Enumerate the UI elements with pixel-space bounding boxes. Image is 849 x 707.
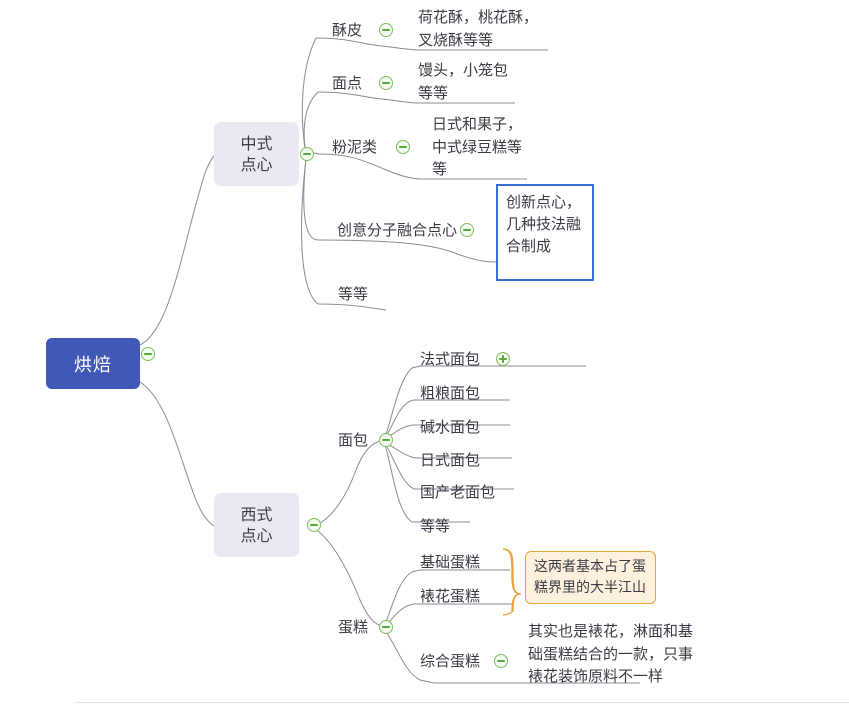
node-label-fenniлei[interactable]: 粉泥类 [332, 138, 378, 156]
sukipi-collapse-icon[interactable] [379, 23, 393, 37]
fenni-collapse-icon[interactable] [396, 140, 410, 154]
cake-collapse-icon[interactable] [379, 620, 393, 634]
node-label-fusion[interactable]: 创意分子融合点心 [337, 221, 458, 239]
branch-western-label-line1: 西式 [240, 504, 273, 524]
leaf-bread-etc[interactable]: 等等 [420, 517, 451, 535]
combined-cake-collapse-icon[interactable] [494, 654, 508, 668]
branch-chinese-label-line1: 中式 [240, 133, 273, 153]
branch-western-label-line2: 点心 [240, 526, 273, 545]
leaf-bread-pretzel[interactable]: 碱水面包 [420, 418, 481, 436]
bottom-divider [75, 702, 849, 703]
group-label-cake[interactable]: 蛋糕 [338, 618, 369, 636]
node-label-chinese-etc[interactable]: 等等 [338, 285, 369, 303]
node-label-miandian[interactable]: 面点 [332, 74, 363, 92]
branch-chinese-collapse-icon[interactable] [300, 147, 314, 161]
leaf-detail-sukipi[interactable]: 荷花酥，桃花酥，叉烧酥等等 [418, 8, 539, 49]
root-node-baking[interactable]: 烘焙 [46, 338, 140, 389]
group-label-bread[interactable]: 面包 [338, 431, 369, 449]
leaf-bread-japanese[interactable]: 日式面包 [420, 451, 481, 469]
leaf-cake-basic[interactable]: 基础蛋糕 [420, 553, 481, 571]
leaf-bread-french[interactable]: 法式面包 [420, 350, 481, 368]
node-label-sukipi[interactable]: 酥皮 [332, 21, 363, 39]
leaf-detail-miandian[interactable]: 馒头，小笼包等等 [418, 61, 509, 102]
root-node-label: 烘焙 [74, 354, 112, 376]
branch-western-collapse-icon[interactable] [307, 518, 321, 532]
leaf-detail-fusion-selected[interactable]: 创新点心，几种技法融合制成 [496, 184, 594, 281]
leaf-detail-fenni[interactable]: 日式和果子，中式绿豆糕等等 [432, 115, 523, 178]
miandian-collapse-icon[interactable] [379, 76, 393, 90]
bread-collapse-icon[interactable] [379, 433, 393, 447]
leaf-cake-combined[interactable]: 综合蛋糕 [420, 652, 481, 670]
leaf-bread-domestic-old[interactable]: 国产老面包 [420, 483, 496, 501]
branch-node-chinese-pastry[interactable]: 中式 点心 [214, 122, 299, 186]
branch-chinese-label-line2: 点心 [240, 155, 273, 174]
branch-node-western-pastry[interactable]: 西式 点心 [214, 493, 299, 557]
leaf-bread-wholegrain[interactable]: 粗粮面包 [420, 384, 481, 402]
root-collapse-icon[interactable] [141, 347, 155, 361]
french-bread-expand-icon[interactable] [496, 352, 510, 366]
leaf-cake-decorated[interactable]: 裱花蛋糕 [420, 587, 481, 605]
fusion-collapse-icon[interactable] [460, 223, 474, 237]
note-combined-cake-description[interactable]: 其实也是裱花，淋面和基础蛋糕结合的一款，只事裱花装饰原料不一样 [528, 622, 694, 685]
note-cake-dominance[interactable]: 这两者基本占了蛋糕界里的大半江山 [525, 551, 656, 604]
